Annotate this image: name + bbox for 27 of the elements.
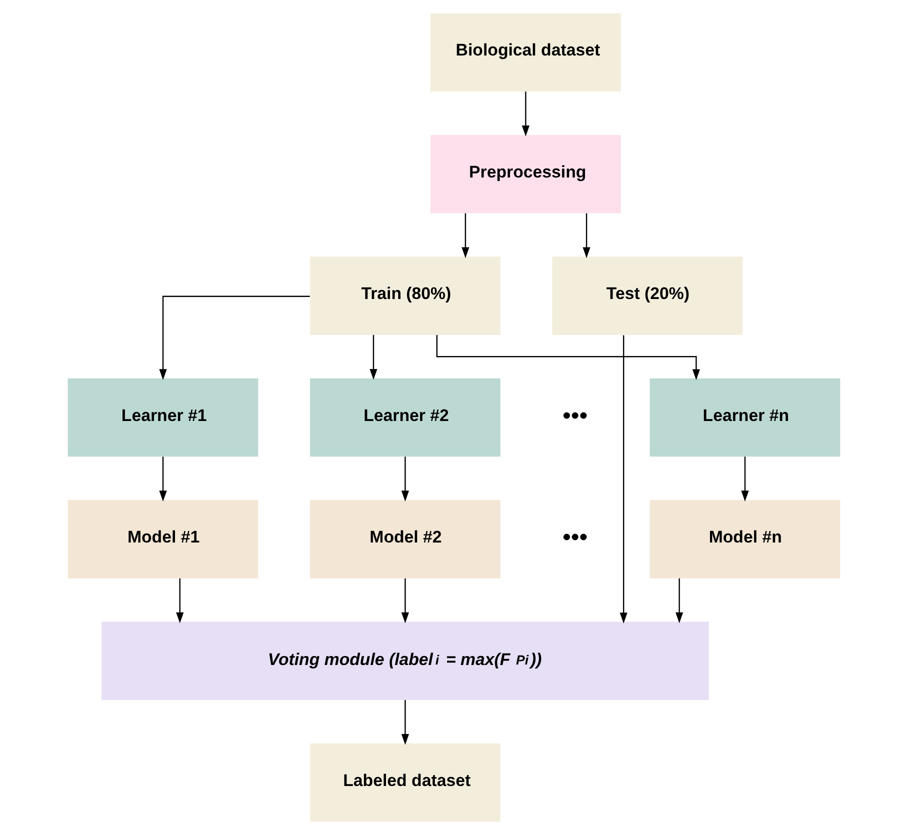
node-box: Labeled dataset: [310, 743, 500, 822]
node-box: Learner #1: [67, 378, 258, 457]
arrow: [675, 578, 683, 624]
node-box: Train (80%): [310, 256, 500, 335]
node-box: Model #1: [67, 500, 258, 578]
arrow: [436, 335, 700, 380]
node-box: Preprocessing: [430, 134, 620, 214]
arrow: [400, 578, 408, 624]
label: •••: [562, 402, 588, 430]
arrow: [619, 335, 627, 624]
node-box: Learner #n: [649, 378, 840, 457]
node-box: Model #n: [649, 500, 840, 578]
node-box: Learner #2: [310, 378, 500, 457]
arrow: [461, 213, 469, 258]
node-box: Model #2: [310, 500, 500, 578]
arrow: [521, 92, 529, 136]
node-box: Test (20%): [552, 256, 742, 335]
arrow: [582, 213, 590, 258]
arrow: [158, 296, 310, 380]
node-box: Biological dataset: [430, 13, 620, 92]
arrow: [740, 456, 748, 502]
arrow: [158, 456, 166, 502]
label: •••: [562, 524, 588, 552]
arrow: [176, 578, 184, 624]
arrow: [369, 334, 377, 380]
arrow: [400, 456, 408, 502]
arrow: [400, 700, 408, 745]
